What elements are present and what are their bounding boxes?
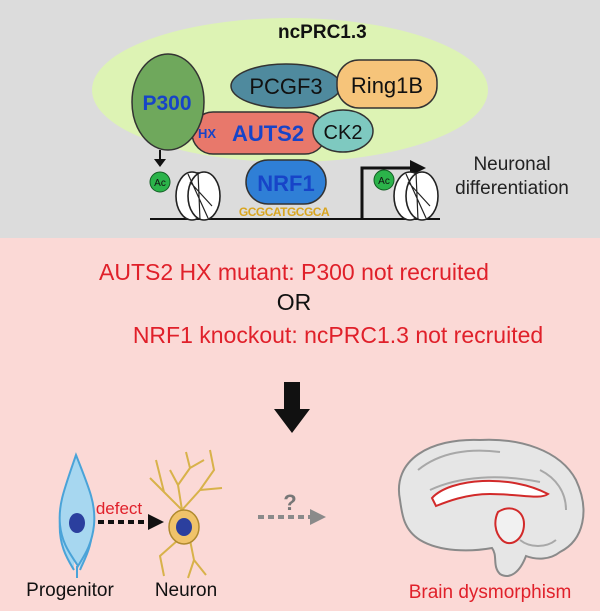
ck2-protein [312, 109, 374, 153]
complex-title: ncPRC1.3 [278, 22, 367, 43]
acetyl-mark-left [149, 171, 171, 193]
neuron-label: Neuron [155, 580, 217, 601]
hx-label: HX [198, 126, 216, 141]
condition-or: OR [277, 289, 312, 315]
ring1b-label: Ring1B [351, 73, 423, 98]
consequence-arrow-head [274, 409, 310, 433]
acetyl-label-right: Ac [378, 176, 390, 187]
p300-arrow-head [154, 159, 166, 167]
ck2-label: CK2 [324, 122, 363, 144]
auts2-label: AUTS2 [232, 121, 304, 146]
nucleosome-left [175, 171, 221, 221]
transcription-arrow [360, 166, 412, 219]
progenitor-cell [58, 452, 96, 578]
outcome-line-1: Neuronal [473, 154, 550, 175]
p300-label: P300 [142, 92, 191, 115]
acetyl-label-left: Ac [154, 178, 166, 189]
ring1b-protein [336, 59, 438, 109]
outcome-line-2: differentiation [455, 178, 569, 199]
condition-nrf1-knockout: NRF1 knockout: ncPRC1.3 not recruited [133, 322, 543, 348]
nrf1-label: NRF1 [257, 171, 314, 196]
acetyl-mark-right [373, 169, 395, 191]
condition-hx-mutant: AUTS2 HX mutant: P300 not recruited [99, 259, 489, 285]
nrf1-motif: GCGCATGCGCA [239, 205, 330, 219]
progenitor-label: Progenitor [26, 580, 114, 601]
pcgf3-label: PCGF3 [249, 74, 322, 99]
brain-illustration [397, 438, 585, 577]
p300-protein [131, 53, 205, 151]
defect-label: defect [96, 499, 143, 518]
neuron-cell [149, 449, 223, 579]
defect-arrow-head [148, 514, 164, 530]
nucleosome-right [393, 171, 439, 221]
nrf1-protein [245, 159, 327, 205]
question-mark: ? [283, 490, 296, 515]
consequence-arrow-shaft [284, 382, 300, 410]
unknown-arrow-head [310, 509, 326, 525]
brain-dysmorphism-label: Brain dysmorphism [409, 582, 572, 603]
